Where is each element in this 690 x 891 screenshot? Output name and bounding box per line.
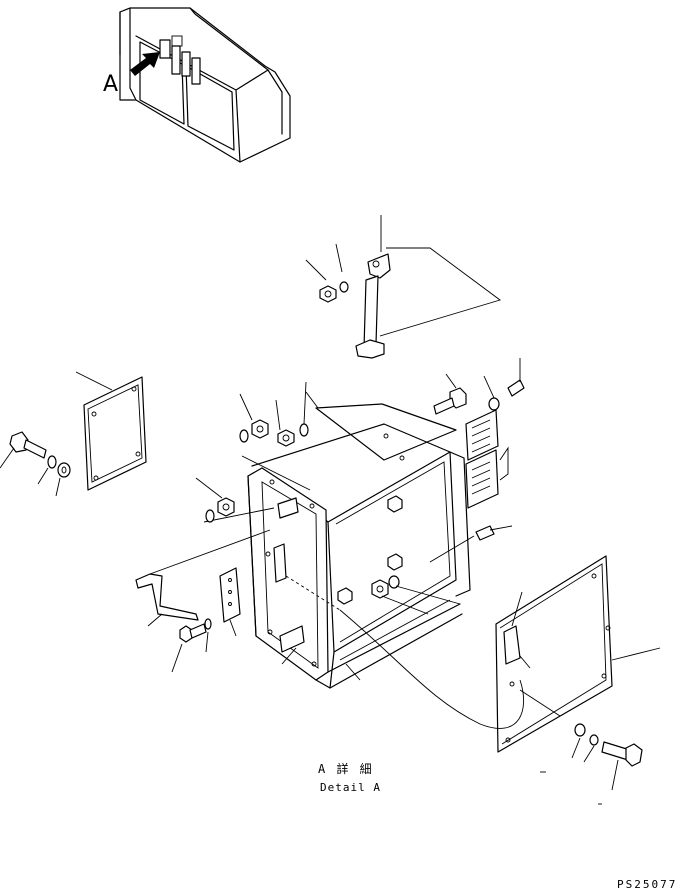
cover-plate-icon <box>305 391 457 461</box>
nut-icon <box>319 285 337 303</box>
view-label: A <box>103 72 119 97</box>
connector-icon <box>465 409 509 509</box>
bolt-icon <box>0 431 47 469</box>
washer-icon <box>205 381 309 523</box>
washer-icon <box>37 455 71 497</box>
cab-overview-icon <box>119 7 291 163</box>
bolt-icon <box>171 618 212 673</box>
pipe-icon <box>305 215 501 359</box>
caption-english: Detail A <box>320 781 381 794</box>
view-arrow-icon <box>130 52 160 76</box>
connector-icon <box>219 567 241 637</box>
door-panel-icon <box>339 555 661 753</box>
washer-icon <box>571 723 599 763</box>
cover-plate-icon <box>75 371 147 491</box>
caption-japanese: A 詳 細 <box>318 762 374 776</box>
box-frame-icon <box>203 423 471 689</box>
drawing-number: PS25077 <box>617 878 678 891</box>
bolt-icon <box>601 741 643 791</box>
washer-icon <box>339 281 349 293</box>
handle-icon <box>135 529 271 627</box>
nut-icon <box>371 575 461 615</box>
bolt-icon <box>433 358 525 415</box>
connector-icon <box>429 525 513 563</box>
nut-icon <box>195 393 295 517</box>
